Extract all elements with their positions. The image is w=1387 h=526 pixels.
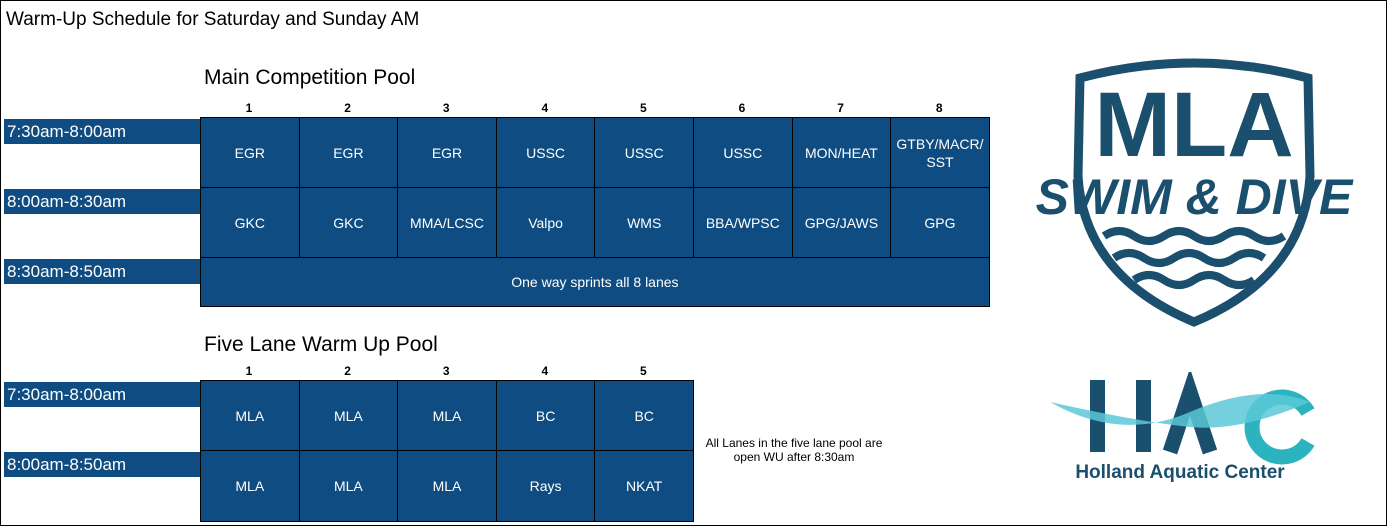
schedule-cell: GTBY/MACR/ SST	[890, 117, 990, 188]
schedule-cell: MLA	[298, 450, 399, 522]
schedule-cell: GKC	[200, 187, 300, 258]
time-slot-label: 7:30am-8:00am	[4, 119, 200, 144]
schedule-cell: BC	[594, 380, 694, 451]
schedule-cell: USSC	[495, 117, 596, 188]
schedule-cell: EGR	[397, 117, 497, 188]
lane-number: 4	[541, 364, 549, 378]
schedule-span-cell: One way sprints all 8 lanes	[200, 257, 990, 307]
holland-aquatic-center-logo: Holland Aquatic Center	[1050, 372, 1315, 483]
lane-number: 7	[837, 101, 844, 115]
schedule-cell: Rays	[495, 450, 596, 522]
schedule-cell: MLA	[298, 380, 399, 451]
time-slot-label: 7:30am-8:00am	[4, 382, 200, 407]
schedule-cell: EGR	[200, 117, 300, 188]
lane-number: 1	[245, 101, 253, 115]
schedule-cell: BBA/WPSC	[693, 187, 793, 258]
swim-dive-logo-text: SWIM & DIVE	[1036, 169, 1354, 225]
hac-caption: Holland Aquatic Center	[1075, 462, 1285, 483]
lane-number: 4	[541, 101, 549, 115]
lane-number: 5	[640, 101, 647, 115]
lane-number: 3	[442, 101, 450, 115]
time-slot-label: 8:00am-8:50am	[4, 452, 200, 477]
lane-number: 6	[738, 101, 746, 115]
time-slot-label: 8:30am-8:50am	[4, 259, 200, 284]
schedule-cell: MMA/LCSC	[397, 187, 497, 258]
lane-number: 3	[442, 364, 450, 378]
main-pool-title: Main Competition Pool	[204, 66, 416, 89]
lane-number: 2	[344, 364, 351, 378]
schedule-cell: USSC	[594, 117, 694, 188]
mla-logo-text: MLA	[1094, 74, 1293, 176]
schedule-cell: MLA	[397, 380, 497, 451]
mla-swim-dive-logo: MLA SWIM & DIVE	[1036, 58, 1354, 327]
schedule-cell: MLA	[200, 450, 300, 522]
schedule-cell: USSC	[693, 117, 793, 188]
schedule-cell: MLA	[200, 380, 300, 451]
schedule-cell: GPG/JAWS	[791, 187, 892, 258]
five-lane-pool-title: Five Lane Warm Up Pool	[204, 333, 438, 356]
schedule-cell: MON/HEAT	[791, 117, 892, 188]
lane-number: 8	[935, 101, 943, 115]
time-slot-label: 8:00am-8:30am	[4, 189, 200, 214]
page-title: Warm-Up Schedule for Saturday and Sunday…	[6, 9, 420, 30]
schedule-cell: EGR	[298, 117, 399, 188]
schedule-cell: GPG	[890, 187, 990, 258]
five-lane-note: All Lanes in the five lane pool are open…	[705, 436, 883, 464]
schedule-cell: BC	[495, 380, 596, 451]
lane-number: 1	[245, 364, 253, 378]
schedule-cell: NKAT	[594, 450, 694, 522]
lane-number: 5	[640, 364, 647, 378]
schedule-cell: WMS	[594, 187, 694, 258]
schedule-cell: MLA	[397, 450, 497, 522]
schedule-cell: Valpo	[495, 187, 596, 258]
lane-number: 2	[344, 101, 351, 115]
schedule-cell: GKC	[298, 187, 399, 258]
